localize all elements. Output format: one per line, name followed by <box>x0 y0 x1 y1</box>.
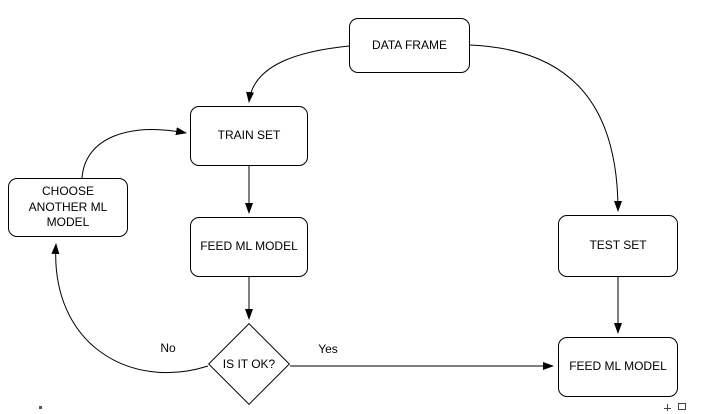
node-choose-another-ml-model[interactable]: CHOOSE ANOTHER ML MODEL <box>8 178 128 237</box>
cropped-ui-fragment-plus <box>667 404 668 411</box>
node-train-set[interactable]: TRAIN SET <box>190 106 308 166</box>
node-data-frame-label: DATA FRAME <box>372 37 447 52</box>
edge-choose-to-trainset[interactable] <box>81 127 187 179</box>
node-choose-another-ml-model-label: CHOOSE ANOTHER ML MODEL <box>28 184 108 230</box>
node-decision-label: IS IT OK? <box>222 357 276 371</box>
edge-label-yes[interactable]: Yes <box>310 342 346 356</box>
cropped-ui-fragment-square <box>678 403 686 410</box>
node-test-set[interactable]: TEST SET <box>558 215 678 277</box>
node-feed-ml-model-train[interactable]: FEED ML MODEL <box>190 217 308 277</box>
node-train-set-label: TRAIN SET <box>217 128 281 143</box>
cropped-ui-fragment-dot <box>39 406 42 409</box>
node-feed-ml-model-train-label: FEED ML MODEL <box>200 239 298 254</box>
edge-decision-no[interactable] <box>51 243 209 374</box>
node-feed-ml-model-test-label: FEED ML MODEL <box>569 359 667 374</box>
node-feed-ml-model-test[interactable]: FEED ML MODEL <box>558 337 678 397</box>
edge-dataframe-to-trainset[interactable] <box>246 45 350 103</box>
node-data-frame[interactable]: DATA FRAME <box>349 18 470 73</box>
cropped-ui-fragment-plus <box>664 408 671 409</box>
node-test-set-label: TEST SET <box>589 238 647 253</box>
edge-label-no[interactable]: No <box>153 341 183 355</box>
edge-dataframe-to-testset[interactable] <box>469 44 622 212</box>
